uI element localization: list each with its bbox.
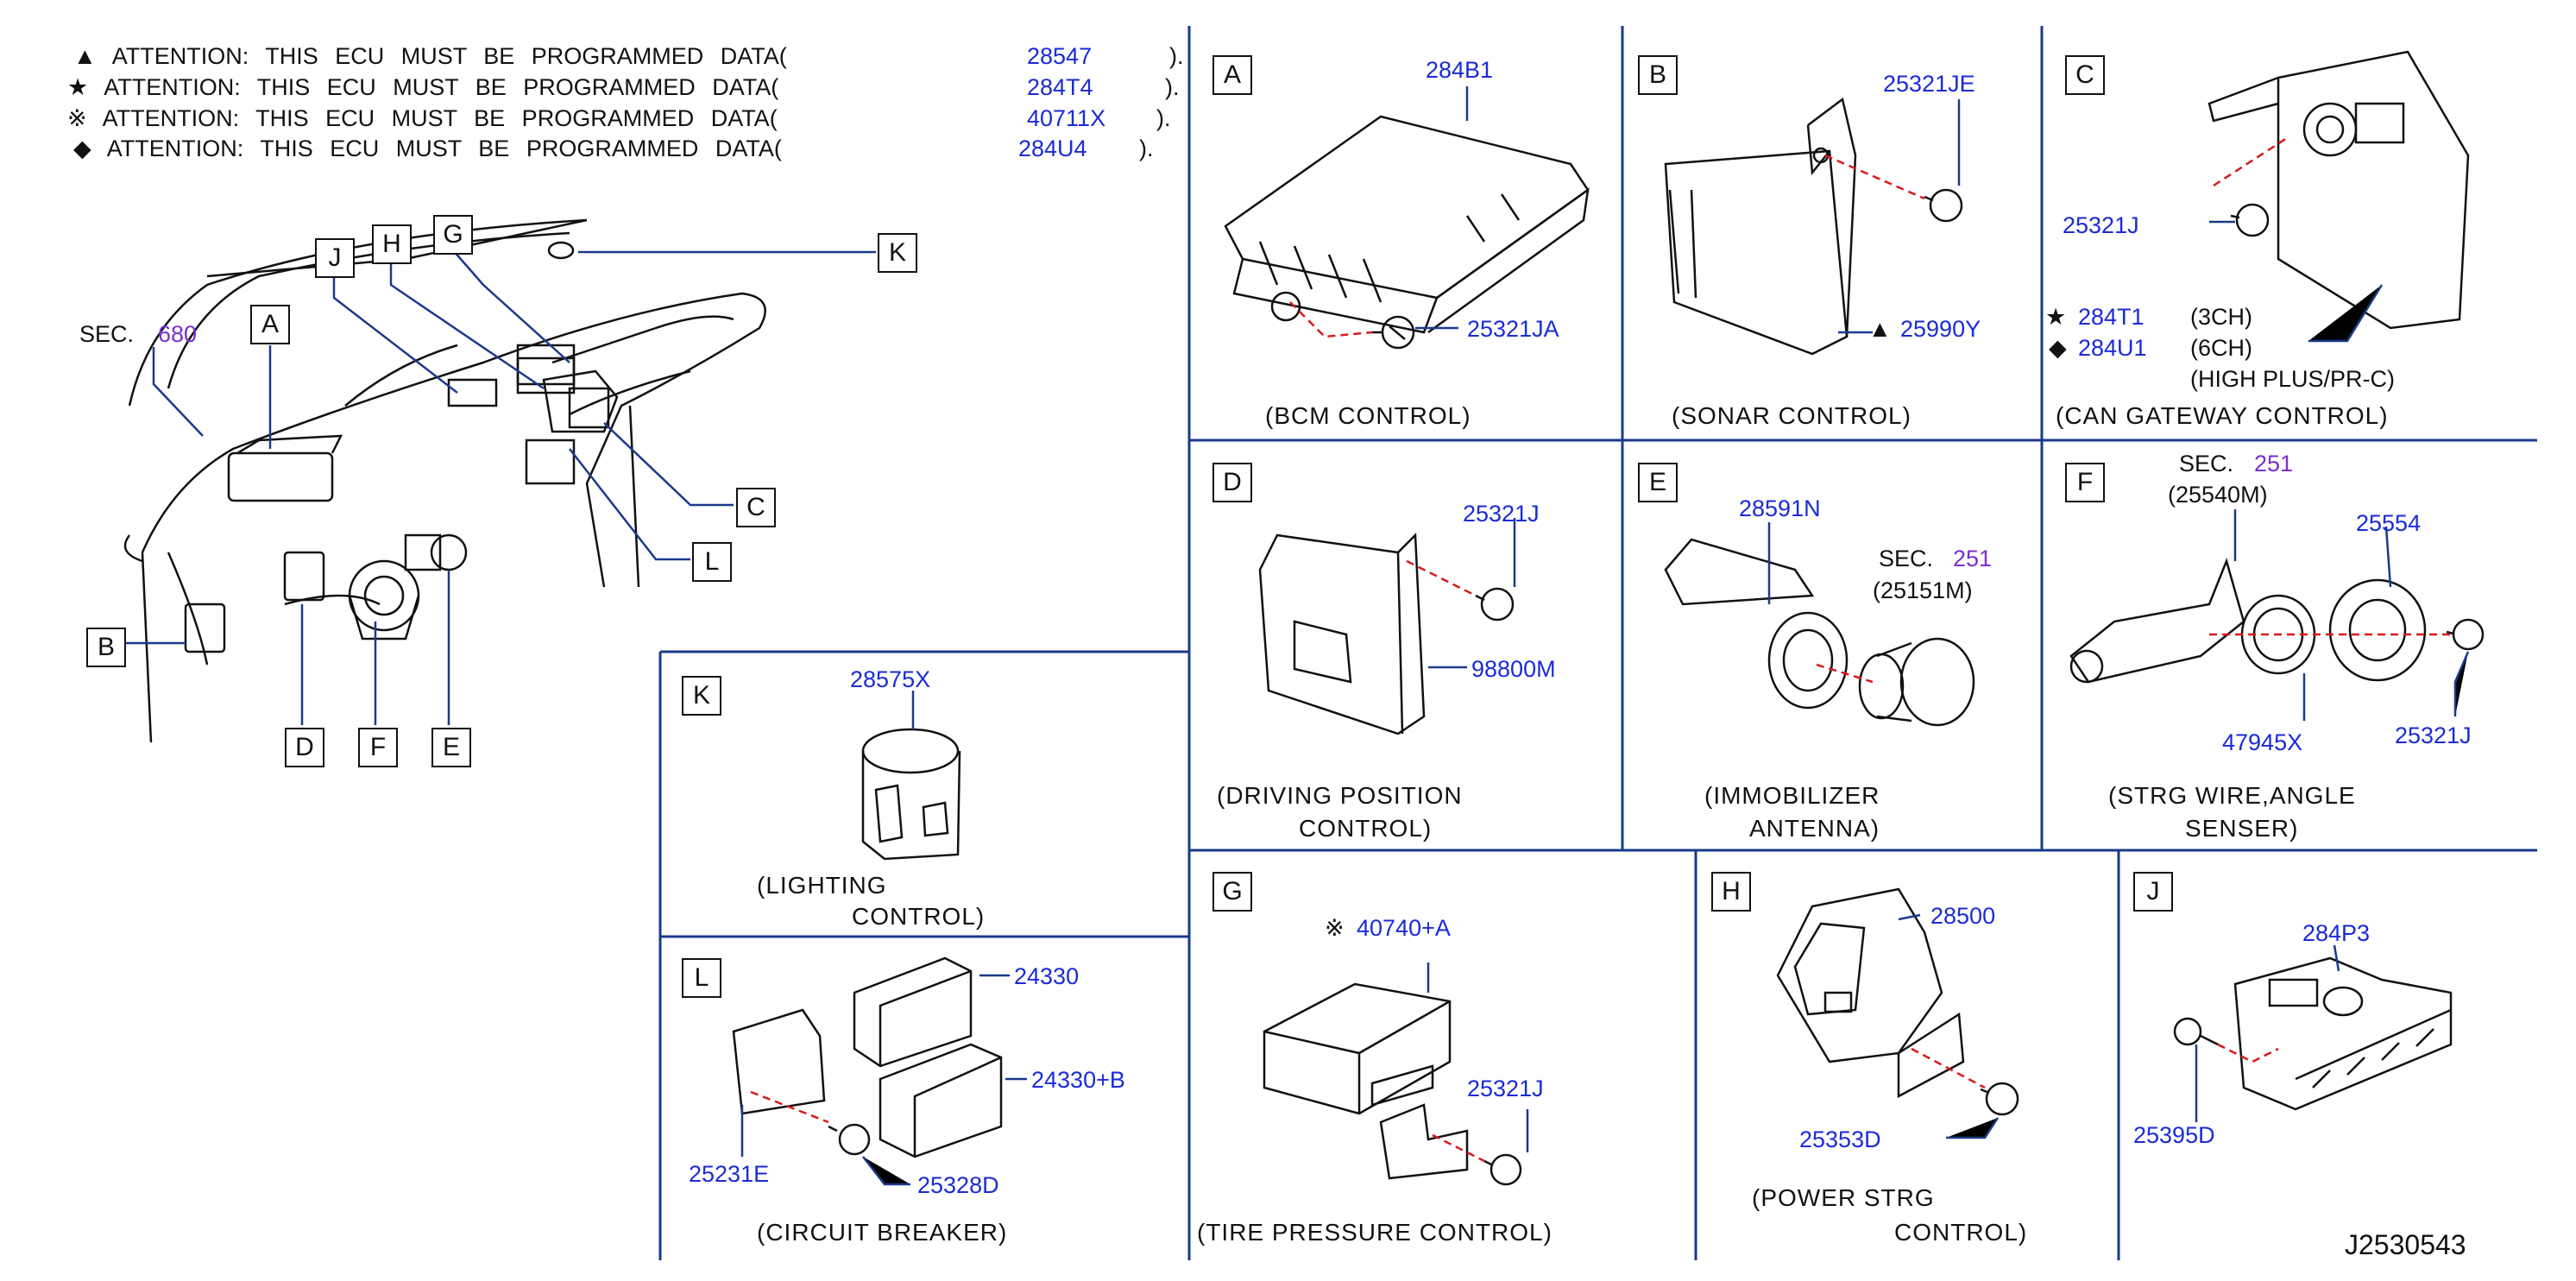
- drawing-id: J2530543: [2345, 1229, 2466, 1260]
- dashboard-overview: [123, 218, 766, 743]
- attention-row-4: ◆ ATTENTION: THIS ECU MUST BE PROGRAMMED…: [73, 136, 782, 161]
- reference-mark-icon: ※: [1325, 915, 1345, 941]
- part-25321je: 25321JE: [1883, 71, 1975, 97]
- part-25321ja: 25321JA: [1467, 316, 1559, 342]
- part-284t1: 284T1: [2078, 304, 2145, 330]
- callout-c: C: [736, 488, 776, 527]
- panel-h-letter: H: [1711, 872, 1751, 912]
- part-40740a: 40740+A: [1357, 915, 1451, 941]
- overview-leader-lines: [123, 249, 876, 725]
- sec-label: SEC.: [79, 321, 135, 347]
- j-module: [2233, 956, 2453, 1111]
- callout-d: D: [285, 728, 324, 767]
- label-6ch: (6CH): [2190, 335, 2252, 361]
- part-25554: 25554: [2356, 510, 2422, 536]
- panel-l-letter: L: [682, 958, 721, 998]
- part-25231e: 25231E: [689, 1161, 770, 1187]
- callout-h: H: [372, 224, 412, 264]
- diamond-icon: ◆: [2049, 335, 2067, 361]
- attention-code-4: 284U4: [1018, 136, 1087, 161]
- attention-code-3: 40711X: [1027, 105, 1106, 131]
- caption-bcm: (BCM CONTROL): [1265, 402, 1471, 429]
- callout-a: A: [250, 305, 290, 344]
- part-284b1: 284B1: [1426, 57, 1494, 83]
- part-25321j-d: 25321J: [1463, 501, 1540, 527]
- can-gateway-module: [2208, 50, 2470, 330]
- callout-e: E: [431, 728, 471, 767]
- attention-row-3: ※ ATTENTION: THIS ECU MUST BE PROGRAMMED…: [67, 105, 778, 131]
- sec-number-f: 251: [2254, 451, 2294, 476]
- part-98800m: 98800M: [1471, 656, 1556, 682]
- attention-code-2: 284T4: [1027, 74, 1093, 100]
- part-24330b: 24330+B: [1031, 1067, 1125, 1093]
- part-25321j-g: 25321J: [1467, 1076, 1544, 1101]
- callout-f: F: [358, 728, 398, 767]
- tire-pressure-module: [1263, 982, 1469, 1180]
- part-25395d: 25395D: [2133, 1122, 2215, 1148]
- sec-label-e: SEC.: [1879, 546, 1934, 571]
- part-25321j-f: 25321J: [2395, 723, 2472, 748]
- star-icon: ★: [67, 74, 89, 100]
- part-25328d: 25328D: [917, 1172, 999, 1198]
- panel-j-letter: J: [2133, 872, 2173, 912]
- triangle-icon: ▲: [1868, 316, 1892, 342]
- sub-25540m: (25540M): [2168, 482, 2268, 508]
- panel-c-letter: C: [2065, 55, 2105, 95]
- sec-label-f: SEC.: [2179, 451, 2234, 476]
- caption-immobilizer: (IMMOBILIZER: [1704, 782, 1880, 809]
- part-24330: 24330: [1014, 963, 1080, 989]
- sec-number: 680: [158, 321, 198, 347]
- caption-strg-wire: (STRG WIRE,ANGLE: [2108, 782, 2356, 809]
- bcm-module: [1224, 115, 1590, 334]
- caption-tire-pressure: (TIRE PRESSURE CONTROL): [1197, 1219, 1553, 1246]
- panel-b-letter: B: [1638, 55, 1678, 95]
- part-28500: 28500: [1930, 903, 1996, 929]
- panel-f-letter: F: [2065, 463, 2105, 502]
- callout-k: K: [878, 233, 917, 273]
- callout-j: J: [315, 238, 355, 278]
- star-icon: ★: [2045, 304, 2067, 330]
- circuit-breaker: [732, 956, 1003, 1158]
- caption-power-strg: (POWER STRG: [1752, 1184, 1935, 1211]
- part-47945x: 47945X: [2222, 729, 2303, 755]
- sub-25151m: (25151M): [1873, 577, 1973, 603]
- part-284p3: 284P3: [2302, 920, 2371, 946]
- lighting-sensor: [861, 728, 961, 861]
- attention-code-1: 28547: [1027, 43, 1093, 69]
- callout-l: L: [692, 542, 732, 582]
- callout-b: B: [86, 628, 126, 667]
- attention-row-2: ★ ATTENTION: THIS ECU MUST BE PROGRAMMED…: [67, 74, 779, 100]
- reference-mark-icon: ※: [67, 105, 87, 131]
- sec-number-e: 251: [1953, 546, 1993, 571]
- caption-sonar: (SONAR CONTROL): [1672, 402, 1912, 429]
- caption-lighting: (LIGHTING: [757, 872, 887, 899]
- power-steering-module: [1776, 887, 1965, 1099]
- part-28591n: 28591N: [1739, 495, 1821, 521]
- part-25321j-c: 25321J: [2063, 212, 2139, 238]
- callout-g: G: [433, 215, 473, 255]
- triangle-icon: ▲: [73, 43, 97, 69]
- panel-g-letter: G: [1212, 872, 1252, 912]
- part-284u1: 284U1: [2078, 335, 2147, 361]
- label-high-plus: (HIGH PLUS/PR-C): [2190, 366, 2396, 392]
- caption-driving-position: (DRIVING POSITION: [1217, 782, 1463, 809]
- steering-wire-angle-sensor: [2069, 558, 2427, 684]
- attention-row-1: ▲ ATTENTION: THIS ECU MUST BE PROGRAMMED…: [73, 43, 787, 69]
- panel-e-letter: E: [1638, 463, 1678, 502]
- part-25353d: 25353D: [1799, 1126, 1881, 1152]
- part-25990y: 25990Y: [1900, 316, 1981, 342]
- driving-position-module: [1258, 533, 1426, 735]
- panel-a-letter: A: [1212, 55, 1252, 95]
- label-3ch: (3CH): [2190, 304, 2252, 330]
- sonar-module: [1664, 97, 1857, 356]
- panel-grid: [658, 26, 2537, 1260]
- panel-d-letter: D: [1212, 463, 1252, 502]
- panel-k-letter: K: [682, 676, 721, 716]
- caption-circuit-breaker: (CIRCUIT BREAKER): [757, 1219, 1008, 1246]
- immobilizer-antenna: [1664, 538, 1975, 727]
- diamond-icon: ◆: [73, 136, 91, 161]
- part-28575x: 28575X: [850, 666, 931, 692]
- caption-can-gateway: (CAN GATEWAY CONTROL): [2056, 402, 2389, 429]
